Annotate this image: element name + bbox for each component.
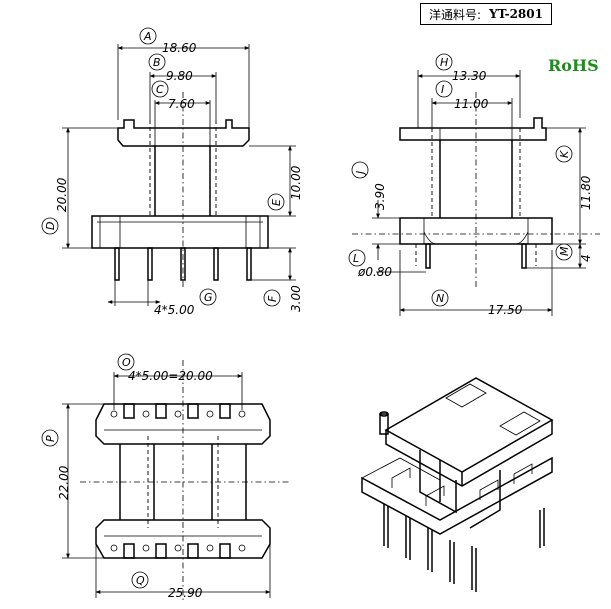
callout-F: F xyxy=(266,295,279,302)
callout-H: H xyxy=(440,56,448,69)
callout-Q: Q xyxy=(136,574,145,587)
dim-I-value: 11.00 xyxy=(454,97,489,111)
callout-E: E xyxy=(270,199,283,206)
dim-E-value: 10.00 xyxy=(289,165,303,200)
rohs-badge: RoHS xyxy=(548,56,599,75)
part-number-box: 洋通料号: YT-2801 xyxy=(420,3,552,25)
part-number-label: 洋通料号: xyxy=(429,7,482,22)
callout-J: J xyxy=(354,171,367,176)
dim-H-value: 13.30 xyxy=(452,69,487,83)
callout-A: A xyxy=(143,30,152,43)
dim-D-value: 20.00 xyxy=(55,177,69,212)
isometric-pins xyxy=(383,504,545,592)
dim-M-value: 4 xyxy=(579,254,593,262)
callout-M: M xyxy=(558,246,571,256)
front-pins xyxy=(114,247,252,281)
dim-K-value: 11.80 xyxy=(579,175,593,210)
callout-D: D xyxy=(44,222,57,230)
callout-N: N xyxy=(436,292,444,305)
top-view: 4*5.00=20.00 O 22.00 P 25.90 Q xyxy=(41,353,290,600)
isometric-view xyxy=(361,377,554,592)
dim-N-value: 17.50 xyxy=(488,303,523,317)
callout-L: L xyxy=(353,252,359,265)
callout-K: K xyxy=(558,150,571,158)
dim-J-value: 3.90 xyxy=(373,183,387,210)
dim-L-value: ø0.80 xyxy=(357,265,392,279)
callout-G: G xyxy=(204,291,213,304)
dim-Q-value: 25.90 xyxy=(168,586,203,600)
part-number-value: YT-2801 xyxy=(489,7,543,21)
callout-B: B xyxy=(153,56,161,69)
dim-B-value: 9.80 xyxy=(166,69,193,83)
dim-G-value: 4*5.00 xyxy=(154,303,195,317)
dim-A-value: 18.60 xyxy=(162,41,197,55)
dim-P-value: 22.00 xyxy=(57,465,71,500)
top-view-slots xyxy=(110,403,246,559)
dim-F-value: 3.00 xyxy=(289,285,303,312)
front-view: 18.60 A 9.80 B 7.60 C 20.00 D 10.00 E xyxy=(41,27,303,317)
callout-I: I xyxy=(441,83,444,96)
dim-O-value: 4*5.00=20.00 xyxy=(128,369,213,383)
callout-O: O xyxy=(122,356,131,369)
callout-C: C xyxy=(156,83,164,96)
dim-C-value: 7.60 xyxy=(168,97,195,111)
side-view: 13.30 H 11.00 I 3.90 J 11.80 K ø0.80 L 4 xyxy=(348,53,600,317)
callout-P: P xyxy=(44,435,57,442)
